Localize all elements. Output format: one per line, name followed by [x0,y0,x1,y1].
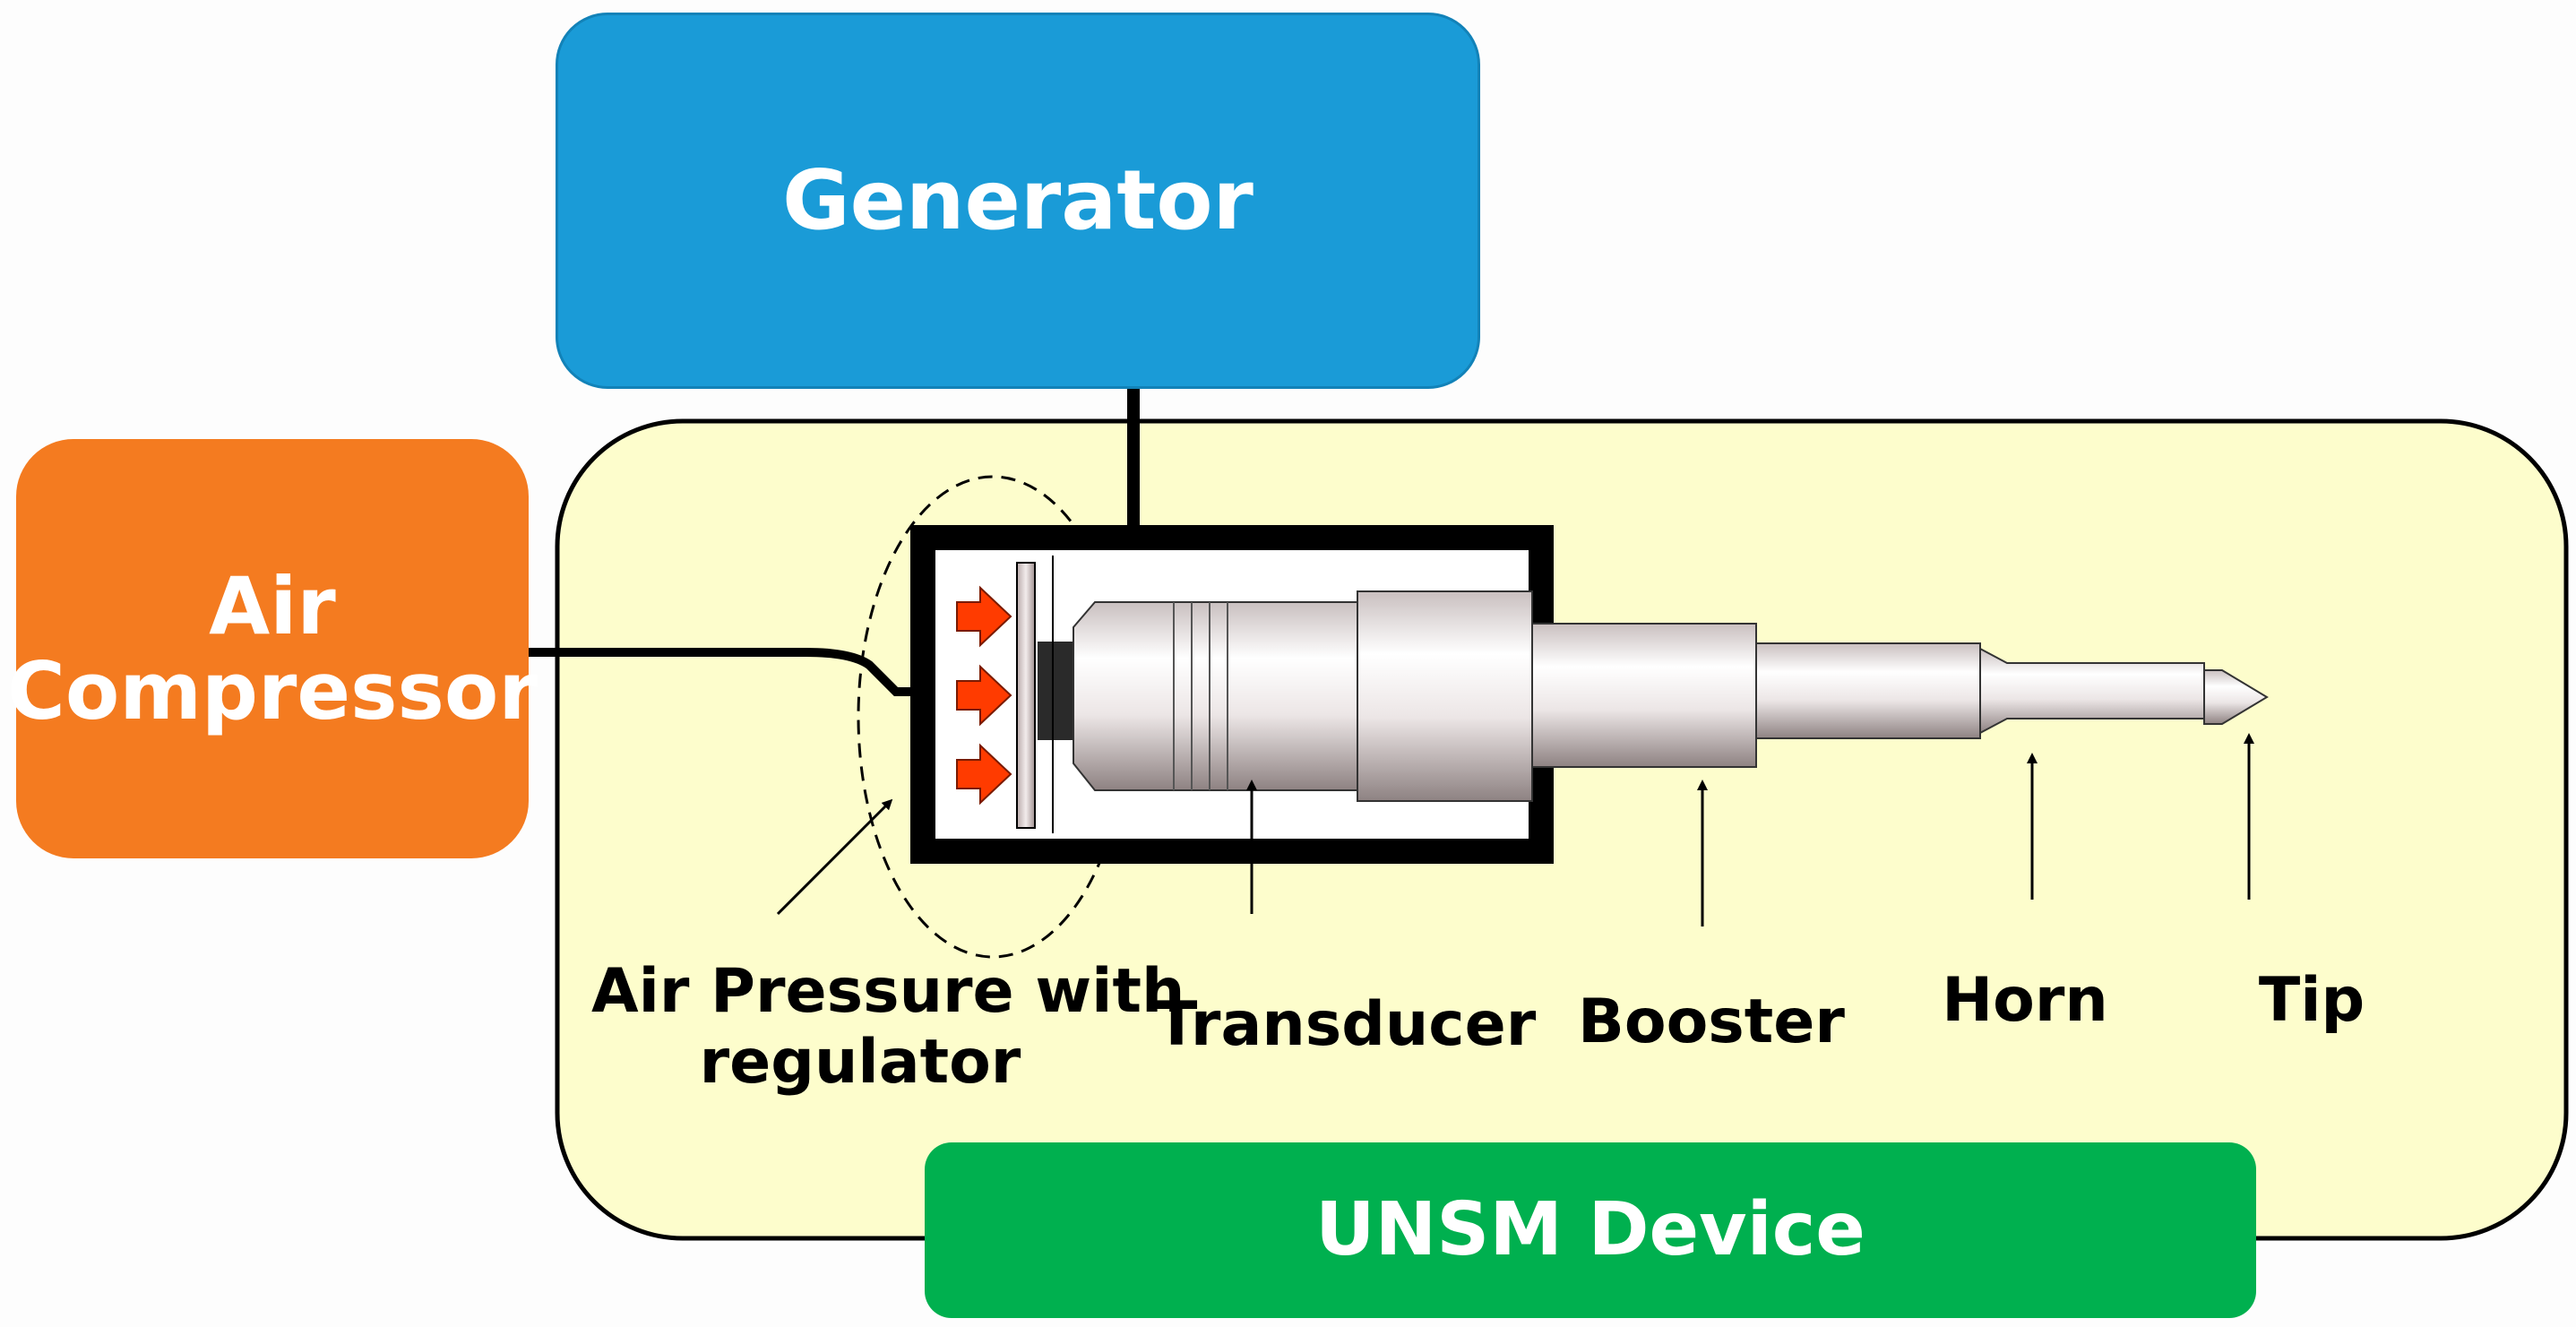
generator-label: Generator [782,152,1254,249]
pointer-arrows [776,733,2254,926]
air-pressure-label-line1: Air Pressure with [591,956,1185,1027]
unsm-device-box: UNSM Device [925,1142,2256,1318]
air-compressor-box: Air Compressor [7,439,538,858]
air-pressure-label-line2: regulator [699,1026,1021,1098]
transducer-label: Transducer [1156,989,1537,1060]
air-compressor-label-line1: Air [209,559,336,652]
pointer-arrow-icon [776,798,893,916]
device-panel [555,418,2569,1241]
pressure-arrow-icon [956,743,1012,806]
tip-label: Tip [2258,965,2365,1036]
air-compressor-label-line2: Compressor [7,645,538,737]
transducer-body [1073,601,1358,791]
generator-box: Generator [556,13,1480,389]
transducer-back [1357,590,1533,802]
piston-collar [1038,642,1073,740]
air-pressure-label: Air Pressure with regulator [591,956,1185,1099]
unsm-device-label: UNSM Device [1315,1186,1865,1272]
booster-label: Booster [1578,987,1845,1057]
pressure-arrows [956,585,1012,806]
piston-plate [1016,562,1036,829]
transducer-rings [1173,602,1228,790]
air-hose [529,648,918,696]
horn-label: Horn [1942,965,2108,1036]
pressure-arrow-icon [956,585,1012,648]
pressure-arrow-icon [956,664,1012,727]
horn [1755,642,1981,739]
tip [2203,669,2269,725]
booster [1531,623,1757,768]
